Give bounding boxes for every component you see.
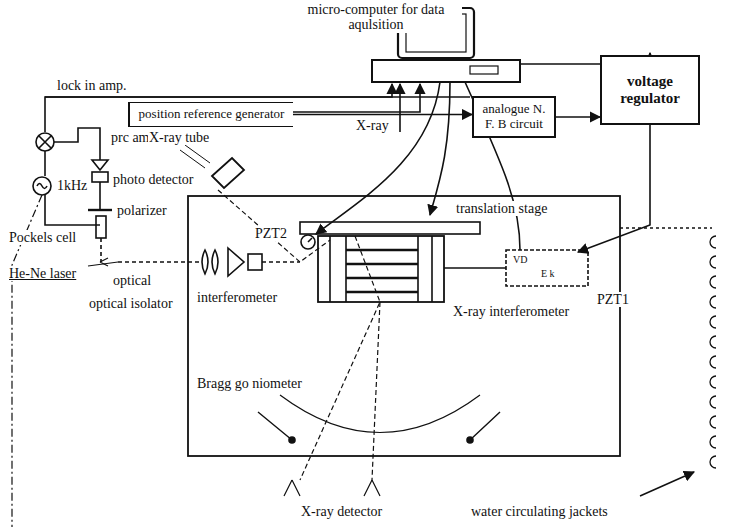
device-label: micro-computer for data aqulsition [290, 2, 462, 33]
part-label: water circulating jackets [470, 504, 609, 519]
part-label: PZT1 [596, 292, 630, 307]
regulator-box: voltage regulator [600, 55, 700, 125]
node-text: position reference generator [139, 107, 285, 122]
part-label: E k [540, 268, 556, 279]
part-label: Bragg go niometer [196, 376, 303, 391]
part-label: VD [512, 254, 528, 265]
reference-generator-box: position reference generator [128, 102, 293, 127]
device-label: optical [112, 273, 152, 288]
feedback-circuit-box: analogue N. F. B circuit [472, 96, 556, 138]
part-label: X-ray interferometer [452, 304, 570, 319]
signal-connector [293, 114, 472, 116]
device-label: lock in amp. [56, 78, 128, 93]
part-label: X-ray detector [300, 504, 383, 519]
part-label: PZT2 [254, 226, 288, 241]
device-label: X-ray tube [148, 130, 210, 145]
device-label: interferometer [196, 290, 278, 305]
part-label: translation stage [455, 201, 548, 216]
device-label: Pockels cell [8, 230, 77, 245]
device-label: polarizer [116, 203, 168, 218]
signal-connector [556, 116, 600, 118]
signal-label: X-ray [355, 118, 390, 133]
node-text: voltage regulator [607, 73, 693, 108]
frequency-label: 1kHz [56, 178, 88, 193]
device-label: optical isolator [88, 296, 174, 311]
node-text: analogue N. F. B circuit [479, 102, 549, 132]
device-label: He-Ne laser [8, 266, 77, 281]
device-label: photo detector [112, 172, 194, 187]
